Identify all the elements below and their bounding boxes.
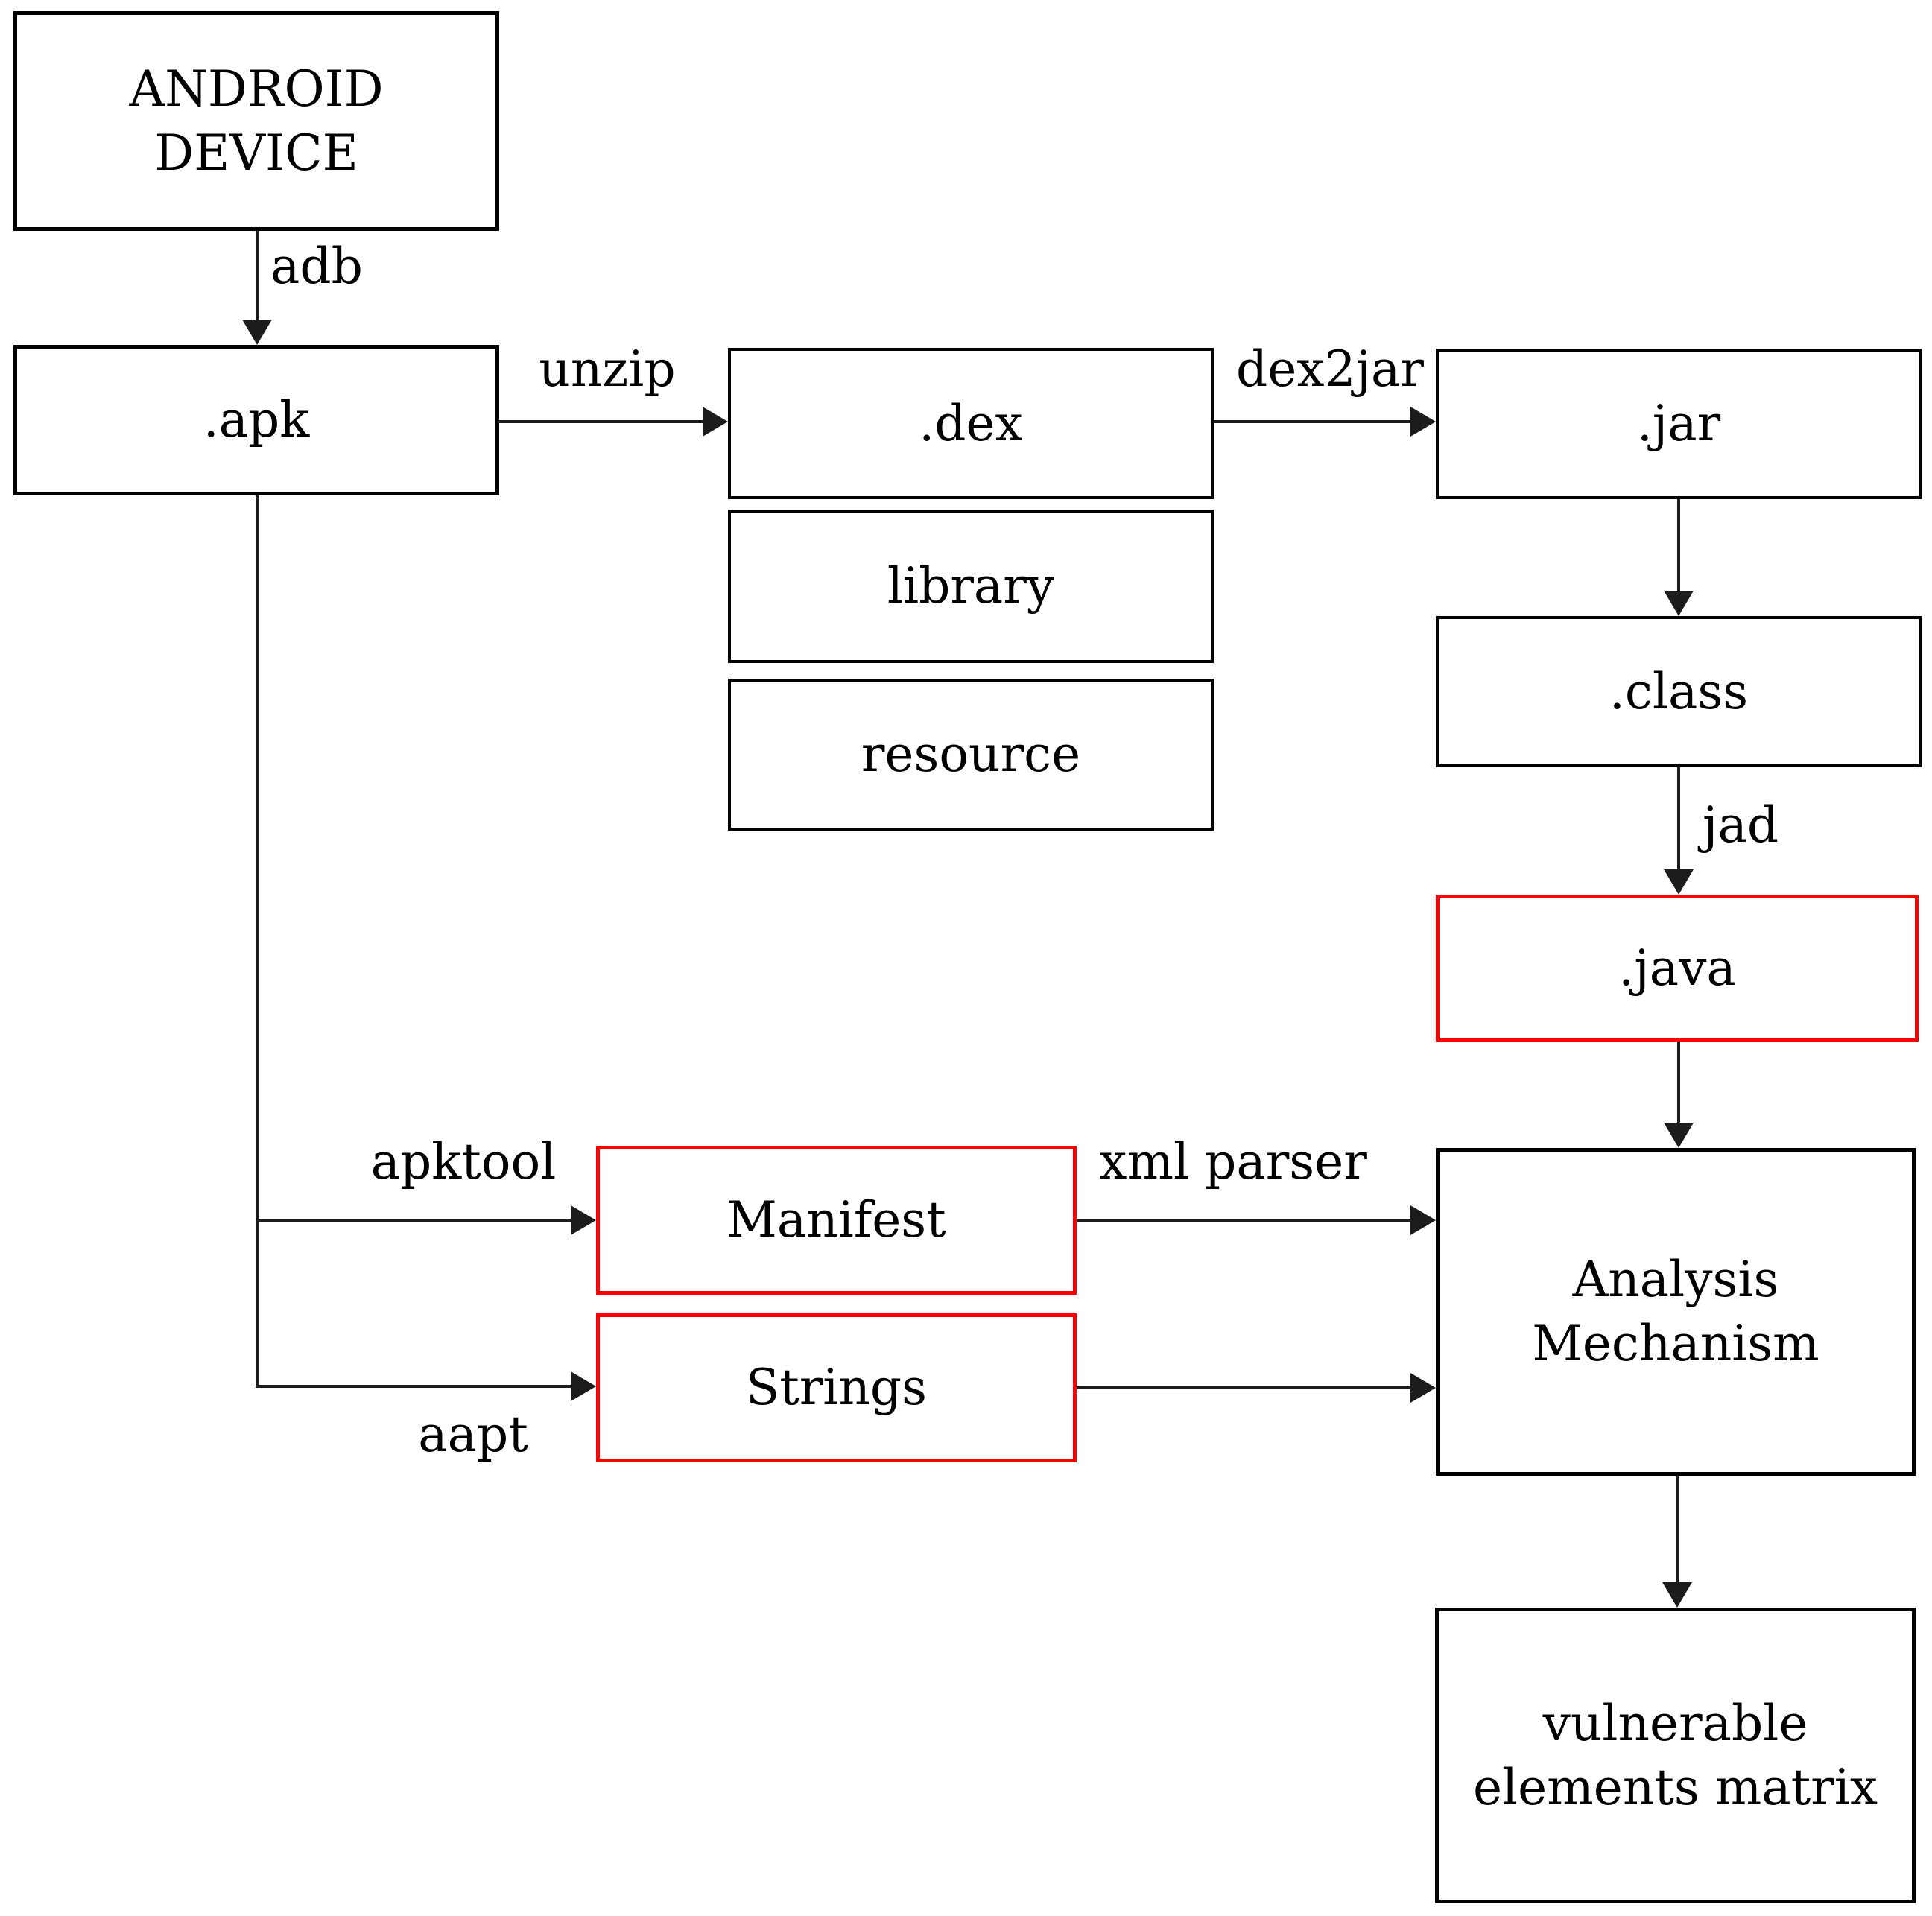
connector-jar-to-class	[1677, 499, 1680, 591]
connector-dex-to-jar	[1214, 420, 1410, 423]
arrowhead-down-icon	[242, 320, 272, 345]
connector-apk-to-dex	[498, 420, 703, 423]
node-strings-highlighted: Strings	[596, 1313, 1077, 1462]
arrowhead-right-icon	[1410, 1205, 1436, 1235]
node-analysis-mechanism-label: Analysis Mechanism	[1532, 1251, 1819, 1372]
node-android-device-label: ANDROID DEVICE	[129, 60, 384, 182]
edge-label-unzip: unzip	[539, 340, 676, 398]
node-android-device: ANDROID DEVICE	[13, 11, 499, 231]
node-class-label: .class	[1609, 662, 1749, 720]
arrowhead-right-icon	[571, 1371, 596, 1401]
connector-class-to-java	[1677, 767, 1680, 869]
node-library: library	[728, 510, 1214, 663]
edge-label-jad: jad	[1703, 796, 1779, 854]
node-apk-label: .apk	[203, 391, 310, 449]
arrowhead-right-icon	[703, 407, 728, 437]
arrowhead-down-icon	[1664, 1123, 1694, 1148]
node-library-label: library	[887, 557, 1055, 615]
connector-apk-branch-trunk	[256, 495, 259, 1388]
node-java-label: .java	[1618, 939, 1736, 997]
connector-java-to-analysis	[1677, 1042, 1680, 1123]
arrowhead-down-icon	[1664, 591, 1694, 616]
node-java-highlighted: .java	[1436, 895, 1919, 1042]
connector-strings-to-analysis	[1077, 1386, 1410, 1389]
node-dex: .dex	[728, 348, 1214, 499]
connector-manifest-to-analysis	[1077, 1219, 1410, 1222]
node-jar-label: .jar	[1636, 395, 1721, 453]
arrowhead-down-icon	[1664, 869, 1694, 895]
arrowhead-right-icon	[1410, 1373, 1436, 1403]
connector-apk-to-manifest	[256, 1219, 571, 1222]
connector-apk-to-strings	[256, 1385, 571, 1388]
connector-analysis-to-matrix	[1676, 1476, 1679, 1582]
node-manifest-label: Manifest	[726, 1191, 946, 1249]
node-resource: resource	[728, 679, 1214, 831]
node-resource-label: resource	[861, 726, 1081, 784]
connector-device-to-apk	[256, 231, 259, 320]
node-apk: .apk	[13, 345, 499, 495]
node-dex-label: .dex	[919, 394, 1023, 452]
edge-label-adb: adb	[270, 238, 363, 295]
node-analysis-mechanism: Analysis Mechanism	[1436, 1148, 1916, 1476]
node-jar: .jar	[1436, 349, 1922, 499]
node-vulnerable-elements-matrix: vulnerable elements matrix	[1435, 1608, 1916, 1903]
edge-label-aapt: aapt	[418, 1406, 528, 1463]
edge-label-apktool: apktool	[370, 1133, 557, 1190]
node-strings-label: Strings	[745, 1359, 928, 1417]
arrowhead-right-icon	[571, 1205, 596, 1235]
arrowhead-right-icon	[1410, 407, 1436, 437]
node-vulnerable-elements-matrix-label: vulnerable elements matrix	[1472, 1694, 1878, 1816]
edge-label-dex2jar: dex2jar	[1236, 340, 1424, 398]
node-class: .class	[1436, 616, 1922, 767]
edge-label-xml-parser: xml parser	[1099, 1133, 1367, 1190]
node-manifest-highlighted: Manifest	[596, 1146, 1077, 1295]
arrowhead-down-icon	[1662, 1582, 1692, 1608]
